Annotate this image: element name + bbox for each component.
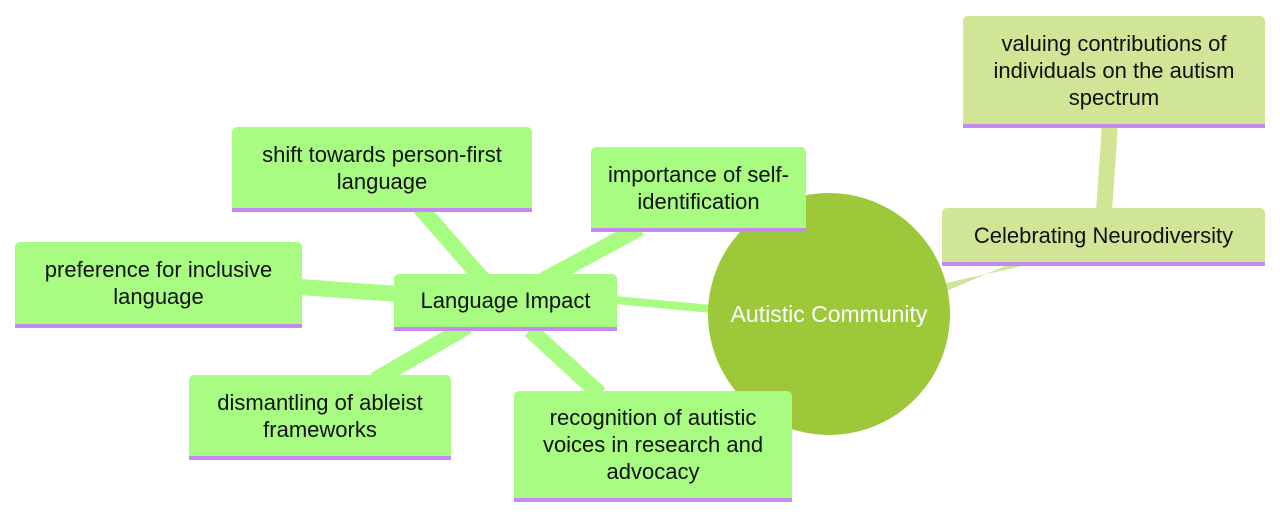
leaf-label: preference for inclusive language (44, 257, 273, 309)
leaf-shift-person-first: shift towards person-first language (232, 127, 532, 212)
edge-language-selfid (536, 220, 644, 290)
leaf-valuing-contributions: valuing contributions of individuals on … (963, 16, 1265, 128)
branch-celebrating-neurodiversity: Celebrating Neurodiversity (942, 208, 1265, 266)
leaf-inclusive-language: preference for inclusive language (15, 242, 302, 328)
leaf-label: valuing contributions of individuals on … (993, 30, 1235, 110)
branch-label: Celebrating Neurodiversity (973, 222, 1234, 248)
leaf-label: dismantling of ableist frameworks (217, 389, 423, 442)
edge-language-shift (411, 199, 492, 288)
leaf-label: shift towards person-first language (262, 141, 502, 194)
branch-language-impact: Language Impact (394, 274, 617, 331)
edge-neuro-valuing (1096, 123, 1118, 213)
leaf-label: importance of self-identification (608, 161, 789, 214)
branch-label: Language Impact (420, 288, 591, 313)
edge-root-neuro (944, 263, 1036, 292)
root-label: Autistic Community (730, 300, 928, 327)
edge-language-inclusive (299, 279, 399, 302)
edge-language-voices (524, 324, 606, 400)
edge-root-language (615, 296, 712, 313)
leaf-ableist-frameworks: dismantling of ableist frameworks (189, 375, 451, 460)
leaf-label: recognition of autistic voices in resear… (542, 405, 764, 484)
edge-language-ableist (370, 319, 473, 387)
leaf-self-identification: importance of self-identification (591, 147, 806, 232)
leaf-autistic-voices: recognition of autistic voices in resear… (514, 391, 792, 502)
